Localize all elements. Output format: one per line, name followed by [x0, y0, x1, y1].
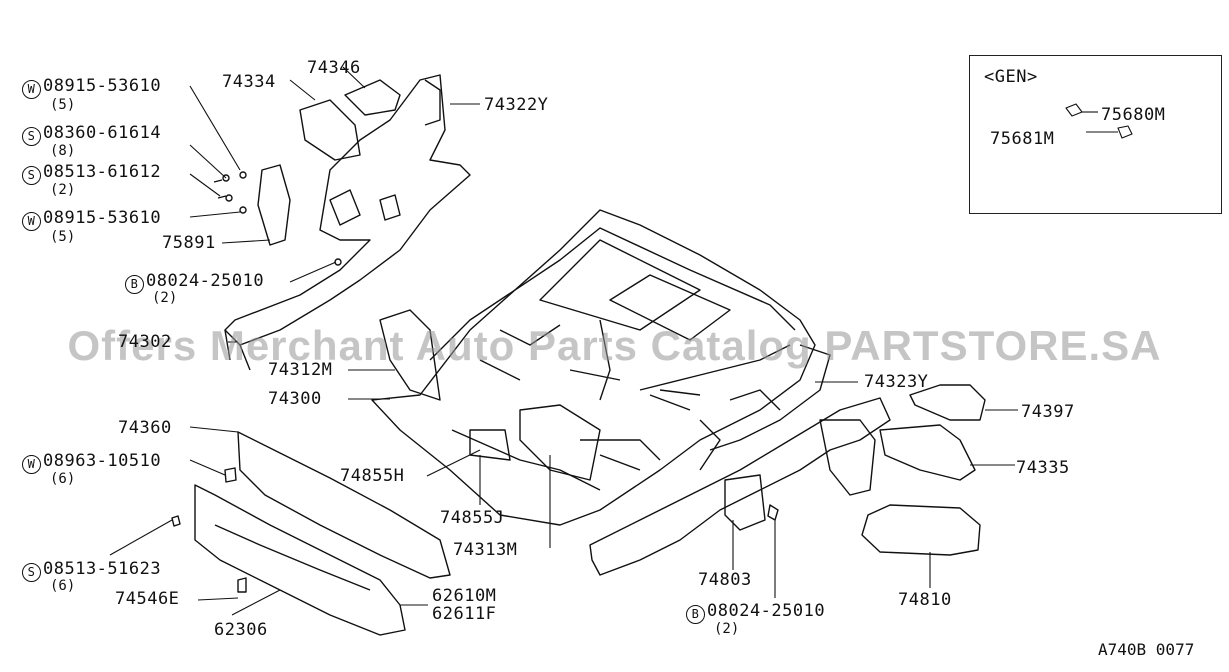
screw-symbol: S	[22, 563, 41, 582]
inset-label-75680m: 75680M	[1101, 105, 1166, 125]
bolt-part-number: 08024-25010	[707, 601, 826, 621]
screw-qty-2: (2)	[50, 182, 76, 198]
washer-symbol: W	[22, 212, 41, 231]
leader-lines	[109, 66, 1018, 616]
bolt-symbol: B	[125, 275, 144, 294]
label-74302: 74302	[118, 332, 172, 352]
bolt-qty-1: (2)	[152, 290, 178, 306]
reference-code: A740B 0077	[1098, 640, 1195, 659]
label-75891: 75891	[162, 233, 216, 253]
front-side-member-assembly	[224, 74, 471, 371]
label-74360: 74360	[118, 418, 172, 438]
label-74300: 74300	[268, 389, 322, 409]
label-62611f: 62611F	[432, 604, 497, 624]
label-74322y: 74322Y	[484, 95, 549, 115]
screw-part-number: 08513-51623	[43, 559, 162, 579]
washer-symbol: W	[22, 455, 41, 474]
right-side-member-assembly	[589, 384, 986, 576]
screw-qty-3: (6)	[50, 578, 76, 594]
watermark: Offers Merchant Auto Parts Catalog PARTS…	[67, 322, 1162, 369]
inset-title: <GEN>	[984, 67, 1038, 87]
screw-part-number: 08360-61614	[43, 123, 162, 143]
screw-symbol: S	[22, 127, 41, 146]
label-74810: 74810	[898, 590, 952, 610]
washer-part-number: 08915-53610	[43, 208, 162, 228]
washer-part-number: 08915-53610	[43, 76, 162, 96]
label-74855h: 74855H	[340, 466, 405, 486]
washer-qty-1: (5)	[50, 97, 76, 113]
label-74334: 74334	[222, 72, 276, 92]
label-74335: 74335	[1016, 458, 1070, 478]
gen-inset-box: <GEN> 75680M 75681M	[969, 55, 1222, 214]
screw-qty-1: (8)	[50, 143, 76, 159]
label-62306: 62306	[214, 620, 268, 640]
washer-symbol: W	[22, 80, 41, 99]
screw-part-number: 08513-61612	[43, 162, 162, 182]
label-74313m: 74313M	[453, 540, 518, 560]
bolt-qty-2: (2)	[714, 621, 740, 637]
screw-symbol: S	[22, 166, 41, 185]
washer-qty-2: (5)	[50, 229, 76, 245]
label-74346: 74346	[307, 58, 361, 78]
washer-qty-3: (6)	[50, 471, 76, 487]
front-crossmember-assembly	[171, 431, 451, 636]
bolt-part-number: 08024-25010	[146, 271, 265, 291]
inset-label-75681m: 75681M	[990, 129, 1055, 149]
label-74312m: 74312M	[268, 360, 333, 380]
label-74803: 74803	[698, 570, 752, 590]
label-74397: 74397	[1021, 402, 1075, 422]
inset-parts	[1065, 103, 1133, 139]
dash-lower-cover	[861, 504, 981, 556]
washer-part-number: 08963-10510	[43, 451, 162, 471]
label-74855j: 74855J	[440, 508, 505, 528]
label-74323y: 74323Y	[864, 372, 929, 392]
label-62610m: 62610M	[432, 586, 497, 606]
label-74546e: 74546E	[115, 589, 180, 609]
bolt-symbol: B	[686, 605, 705, 624]
floor-pan-assembly	[371, 209, 831, 526]
